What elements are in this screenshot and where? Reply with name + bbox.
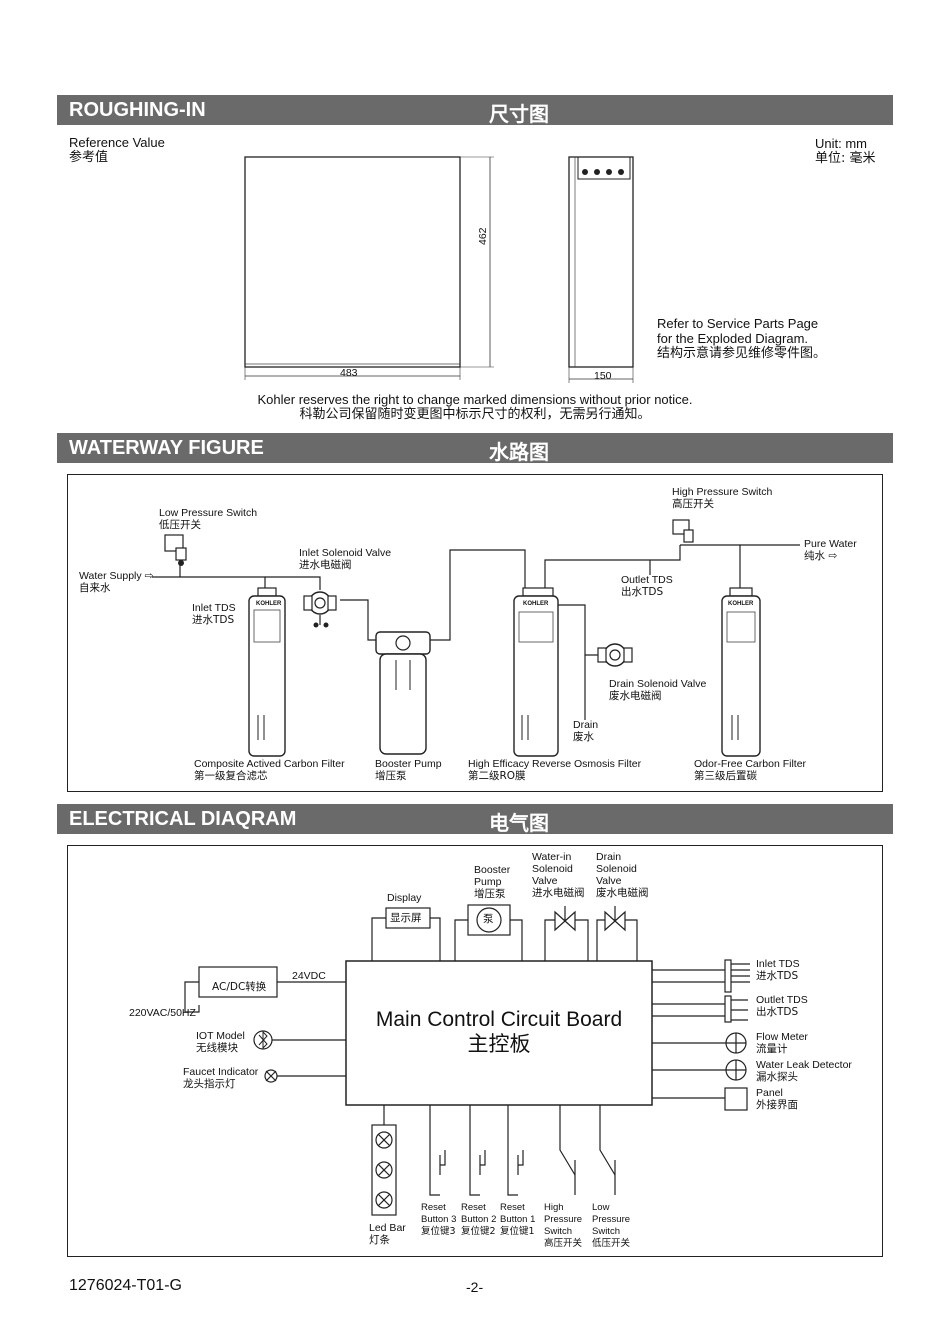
unit-en: Unit: mm	[815, 136, 867, 151]
electrical-diagram-frame	[67, 845, 883, 1257]
dimension-notice: Kohler reserves the right to change mark…	[0, 392, 950, 422]
depth-dimension-value: 150	[594, 370, 612, 382]
el-220vac-label: 220VAC/50HZ	[129, 1007, 196, 1019]
main-board-en: Main Control Circuit Board	[375, 1008, 623, 1031]
page-number: -2-	[466, 1279, 484, 1295]
section-title-en: WATERWAY FIGURE	[69, 437, 264, 459]
filter1-brand: KOHLER	[256, 601, 282, 607]
filter3-brand: KOHLER	[728, 601, 754, 607]
exploded-note-zh: 结构示意请参见维修零件图。	[657, 346, 827, 361]
section-title-zh: 尺寸图	[489, 102, 549, 126]
height-dimension-value: 462	[477, 227, 489, 245]
section-title-en: ELECTRICAL DIAQRAM	[69, 808, 297, 830]
document-id: 1276024-T01-G	[69, 1277, 182, 1294]
waterway-diagram-frame	[67, 474, 883, 792]
section-title-zh: 电气图	[489, 811, 549, 835]
exploded-diagram-note: Refer to Service Parts Page for the Expl…	[657, 316, 826, 361]
section-header-electrical: ELECTRICAL DIAQRAM 电气图	[57, 804, 893, 835]
reference-value-zh: 参考值	[69, 150, 109, 165]
reference-value-en: Reference Value	[69, 135, 165, 150]
el-acdc-label: AC/DC转换	[212, 981, 267, 993]
section-title-en: ROUGHING-IN	[69, 99, 206, 121]
main-board-zh: 主控板	[467, 1032, 531, 1056]
exploded-note-line1: Refer to Service Parts Page	[657, 316, 819, 331]
section-title-zh: 水路图	[489, 440, 549, 464]
section-header-roughing-in: ROUGHING-IN 尺寸图	[57, 95, 893, 126]
ww-water-supply-label: Water Supply ⇨自来水	[79, 570, 154, 594]
main-board-label: Main Control Circuit Board 主控板	[346, 1008, 652, 1056]
side-view-outline	[568, 156, 634, 368]
unit-label: Unit: mm 单位: 毫米	[815, 136, 876, 166]
reference-value-label: Reference Value 参考值	[69, 135, 165, 165]
section-header-waterway: WATERWAY FIGURE 水路图	[57, 433, 893, 464]
el-display-zh: 显示屏	[390, 912, 422, 924]
el-display-label: Display	[387, 892, 422, 904]
side-view-control-panel	[577, 156, 631, 180]
exploded-note-line2: for the Exploded Diagram.	[657, 331, 809, 346]
filter2-brand: KOHLER	[523, 601, 549, 607]
notice-en: Kohler reserves the right to change mark…	[257, 392, 693, 407]
width-dimension-value: 483	[340, 367, 358, 379]
el-24vdc-label: 24VDC	[292, 970, 326, 982]
pump-symbol: 泵	[483, 913, 494, 925]
front-view-outline	[244, 156, 461, 368]
notice-zh: 科勒公司保留随时变更图中标示尺寸的权利，无需另行通知。	[299, 407, 651, 422]
unit-zh: 单位: 毫米	[815, 151, 876, 166]
